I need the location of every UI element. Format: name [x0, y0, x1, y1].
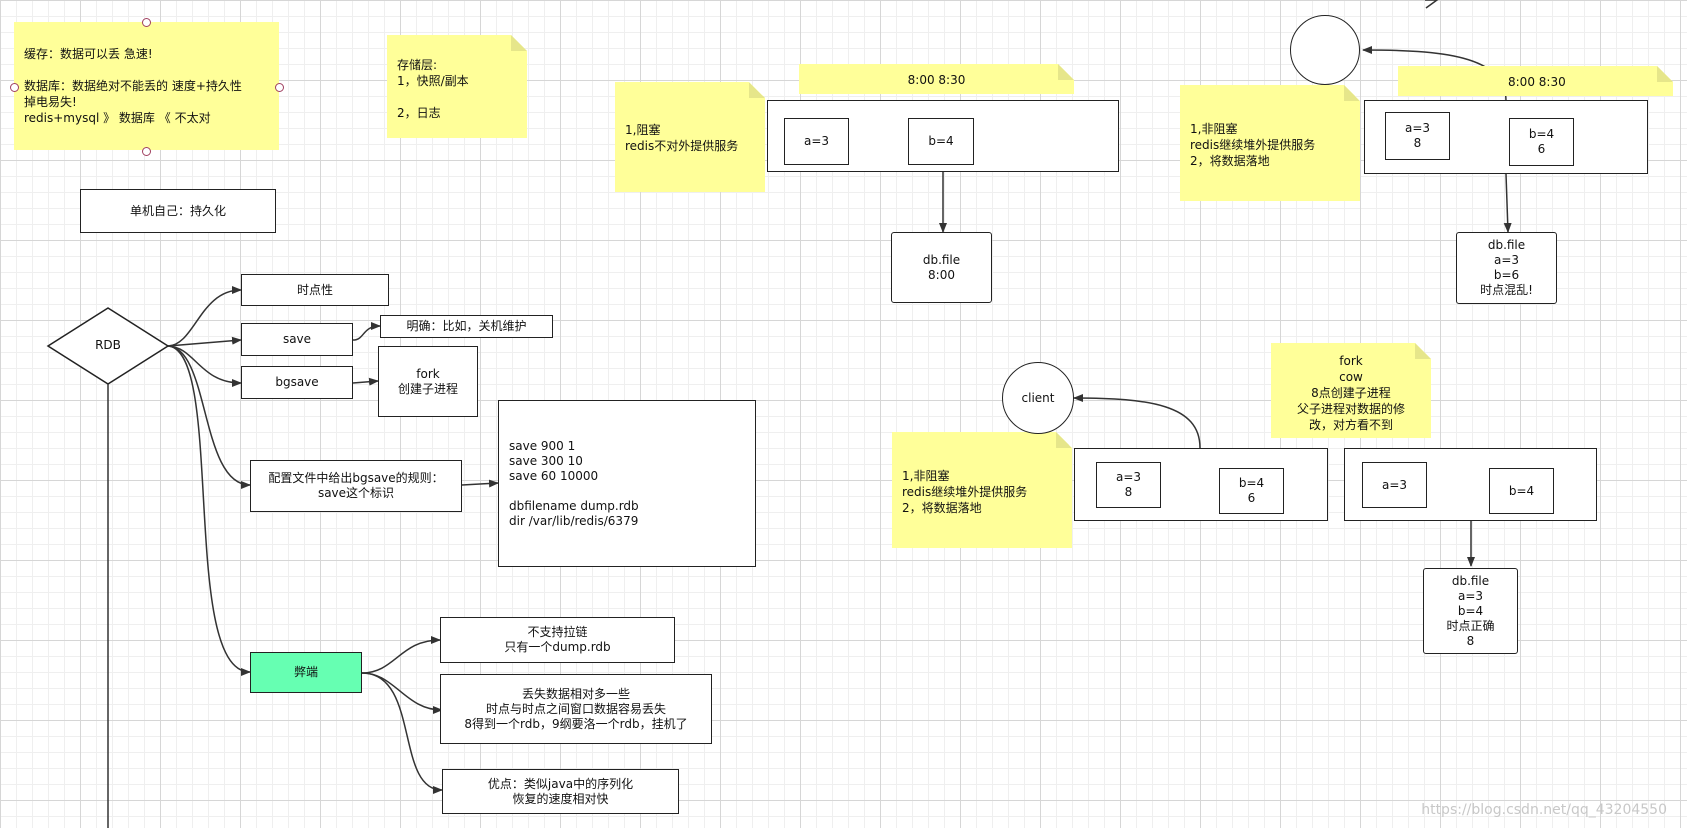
resize-handle-left[interactable] — [10, 83, 19, 92]
fork-child-box[interactable]: fork 创建子进程 — [378, 346, 478, 417]
process-circle-top[interactable] — [1290, 15, 1360, 85]
note-blocking[interactable]: 1,阻塞 redis不对外提供服务 — [615, 82, 765, 192]
edge-save-note — [352, 322, 381, 341]
client-circle[interactable]: client — [1002, 362, 1074, 434]
watermark-text: https://blog.csdn.net/qq_43204550 — [1421, 802, 1667, 818]
resize-handle-bottom[interactable] — [142, 147, 151, 156]
advantage-box[interactable]: 优点：类似java中的序列化 恢复的速度相对快 — [442, 769, 679, 814]
note-nonblocking-top[interactable]: 1,非阻塞 redis继续堆外提供服务 2，将数据落地 — [1180, 85, 1360, 201]
mem3-a-cell[interactable]: a=3 8 — [1096, 462, 1161, 508]
bgsave-box[interactable]: bgsave — [241, 366, 353, 399]
standalone-persistence-box[interactable]: 单机自己：持久化 — [80, 189, 276, 233]
note-nonblocking-bottom[interactable]: 1,非阻塞 redis继续堆外提供服务 2，将数据落地 — [892, 432, 1072, 548]
edge-mem2-dbfile — [1503, 173, 1512, 233]
mem4-a-cell[interactable]: a=3 — [1362, 462, 1427, 508]
note-cache-vs-db[interactable]: 缓存：数据可以丢 急速! 数据库：数据绝对不能丢的 速度+持久性 掉电易失! r… — [14, 22, 279, 150]
mem4-b-cell[interactable]: b=4 — [1489, 468, 1554, 514]
edge-mem3-client — [1073, 394, 1201, 449]
edge-drawbacks-loss — [361, 672, 443, 714]
edge-rdb-save — [167, 336, 242, 347]
edge-rdb-bgsave — [167, 345, 242, 387]
save-box[interactable]: save — [241, 323, 353, 356]
edge-rdb-drawbacks — [167, 345, 251, 676]
dbfile-correct[interactable]: db.file a=3 b=4 时点正确 8 — [1423, 568, 1518, 654]
edge-config-block — [461, 479, 499, 488]
edge-bgsave-fork — [352, 377, 379, 386]
mem3-b-cell[interactable]: b=4 6 — [1219, 468, 1284, 514]
drawbacks-box[interactable]: 弊端 — [250, 652, 362, 693]
resize-handle-right[interactable] — [275, 83, 284, 92]
edge-drawbacks-adv — [361, 672, 443, 794]
note-time-right[interactable]: 8:00 8:30 — [1398, 66, 1673, 96]
mem2-a-cell[interactable]: a=3 8 — [1385, 112, 1450, 160]
edge-rdb-point — [167, 286, 242, 347]
mem2-b-cell[interactable]: b=4 6 — [1509, 118, 1574, 166]
partial-shape-top — [1425, 0, 1439, 9]
note-time-top[interactable]: 8:00 8:30 — [799, 64, 1074, 94]
point-in-time-box[interactable]: 时点性 — [241, 274, 389, 306]
mem1-b-cell[interactable]: b=4 — [908, 118, 974, 165]
no-chain-box[interactable]: 不支持拉链 只有一个dump.rdb — [440, 617, 675, 663]
note-fork-cow[interactable]: fork cow 8点创建子进程 父子进程对数据的修 改，对方看不到 — [1271, 343, 1431, 438]
edge-drawbacks-chain — [361, 636, 441, 674]
mem1-a-cell[interactable]: a=3 — [784, 118, 849, 165]
dbfile-blocking[interactable]: db.file 8:00 — [891, 232, 992, 303]
resize-handle-top[interactable] — [142, 18, 151, 27]
edge-rdb-config — [167, 345, 251, 489]
config-block-box[interactable]: save 900 1 save 300 10 save 60 10000 dbf… — [498, 400, 756, 567]
rdb-label: RDB — [95, 338, 121, 352]
note-storage-layer[interactable]: 存储层: 1，快照/副本 2，日志 — [387, 35, 527, 138]
save-note-box[interactable]: 明确：比如，关机维护 — [380, 315, 553, 338]
config-rule-box[interactable]: 配置文件中给出bgsave的规则： save这个标识 — [250, 460, 462, 512]
data-loss-box[interactable]: 丢失数据相对多一些 时点与时点之间窗口数据容易丢失 8得到一个rdb，9纲要洛一… — [440, 674, 712, 744]
dbfile-mixed[interactable]: db.file a=3 b=6 时点混乱! — [1456, 232, 1557, 304]
